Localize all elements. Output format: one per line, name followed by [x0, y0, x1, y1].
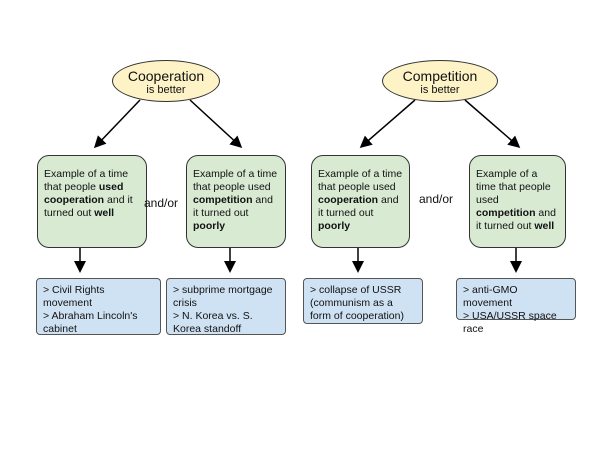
green-box-text-mid: and it turned out	[318, 194, 399, 219]
example-item: > collapse of USSR (communism as a form …	[310, 284, 404, 322]
example-item: > USA/USSR space race	[463, 310, 557, 335]
green-box-bold-1: cooperation	[318, 194, 379, 206]
arrow-coop-right	[189, 99, 243, 149]
green-box-bold-1: competition	[476, 207, 536, 219]
competition-title: Competition	[402, 68, 478, 84]
green-box-text-pre: Example of a time that people	[44, 168, 129, 193]
competition-node: Competition is better	[382, 60, 498, 102]
arrow-comp-right	[464, 99, 521, 148]
green-box-text-pre: Example of a time that people used	[318, 168, 403, 193]
blue-box-examples-3: > collapse of USSR (communism as a form …	[303, 278, 423, 324]
example-item: > Civil Rights movement	[43, 284, 105, 309]
and-or-connector-right: and/or	[419, 192, 454, 206]
green-box-comp-well: Example of a time that people used compe…	[469, 155, 566, 248]
blue-box-examples-1: > Civil Rights movement > Abraham Lincol…	[36, 278, 161, 335]
example-item: > subprime mortgage crisis	[173, 284, 273, 309]
green-box-coop-well: Example of a time that people used coope…	[37, 155, 147, 248]
green-box-bold-2: poorly	[318, 220, 351, 232]
green-box-text-mid: and it turned out	[44, 194, 133, 219]
green-box-bold-1: competition	[193, 194, 253, 206]
green-box-coop-poorly: Example of a time that people used coope…	[311, 155, 410, 248]
arrow-coop-left	[93, 99, 141, 149]
example-item: > N. Korea vs. S. Korea standoff	[173, 310, 253, 335]
cooperation-node: Cooperation is better	[112, 60, 220, 102]
example-item: > anti-GMO movement	[463, 284, 518, 309]
blue-box-examples-4: > anti-GMO movement > USA/USSR space rac…	[456, 278, 576, 335]
competition-subtitle: is better	[420, 84, 460, 96]
green-box-bold-2: well	[534, 220, 555, 232]
green-box-text-pre: Example of a time that people used	[476, 168, 551, 206]
example-item: > Abraham Lincoln's cabinet	[43, 310, 138, 335]
green-box-bold-2: well	[94, 207, 115, 219]
green-box-text-mid: and it turned out	[193, 194, 273, 219]
cooperation-subtitle: is better	[146, 84, 186, 96]
green-box-text-pre: Example of a time that people used	[193, 168, 278, 193]
green-box-bold-2: poorly	[193, 220, 226, 232]
green-box-comp-poorly: Example of a time that people used compe…	[186, 155, 286, 248]
green-box-text-mid: and it turned out	[476, 207, 556, 232]
arrow-comp-left	[359, 99, 416, 148]
and-or-connector-left: and/or	[144, 196, 179, 210]
cooperation-title: Cooperation	[127, 68, 205, 84]
green-box-bold-1: used cooperation	[44, 181, 124, 206]
blue-box-examples-2: > subprime mortgage crisis > N. Korea vs…	[166, 278, 286, 335]
